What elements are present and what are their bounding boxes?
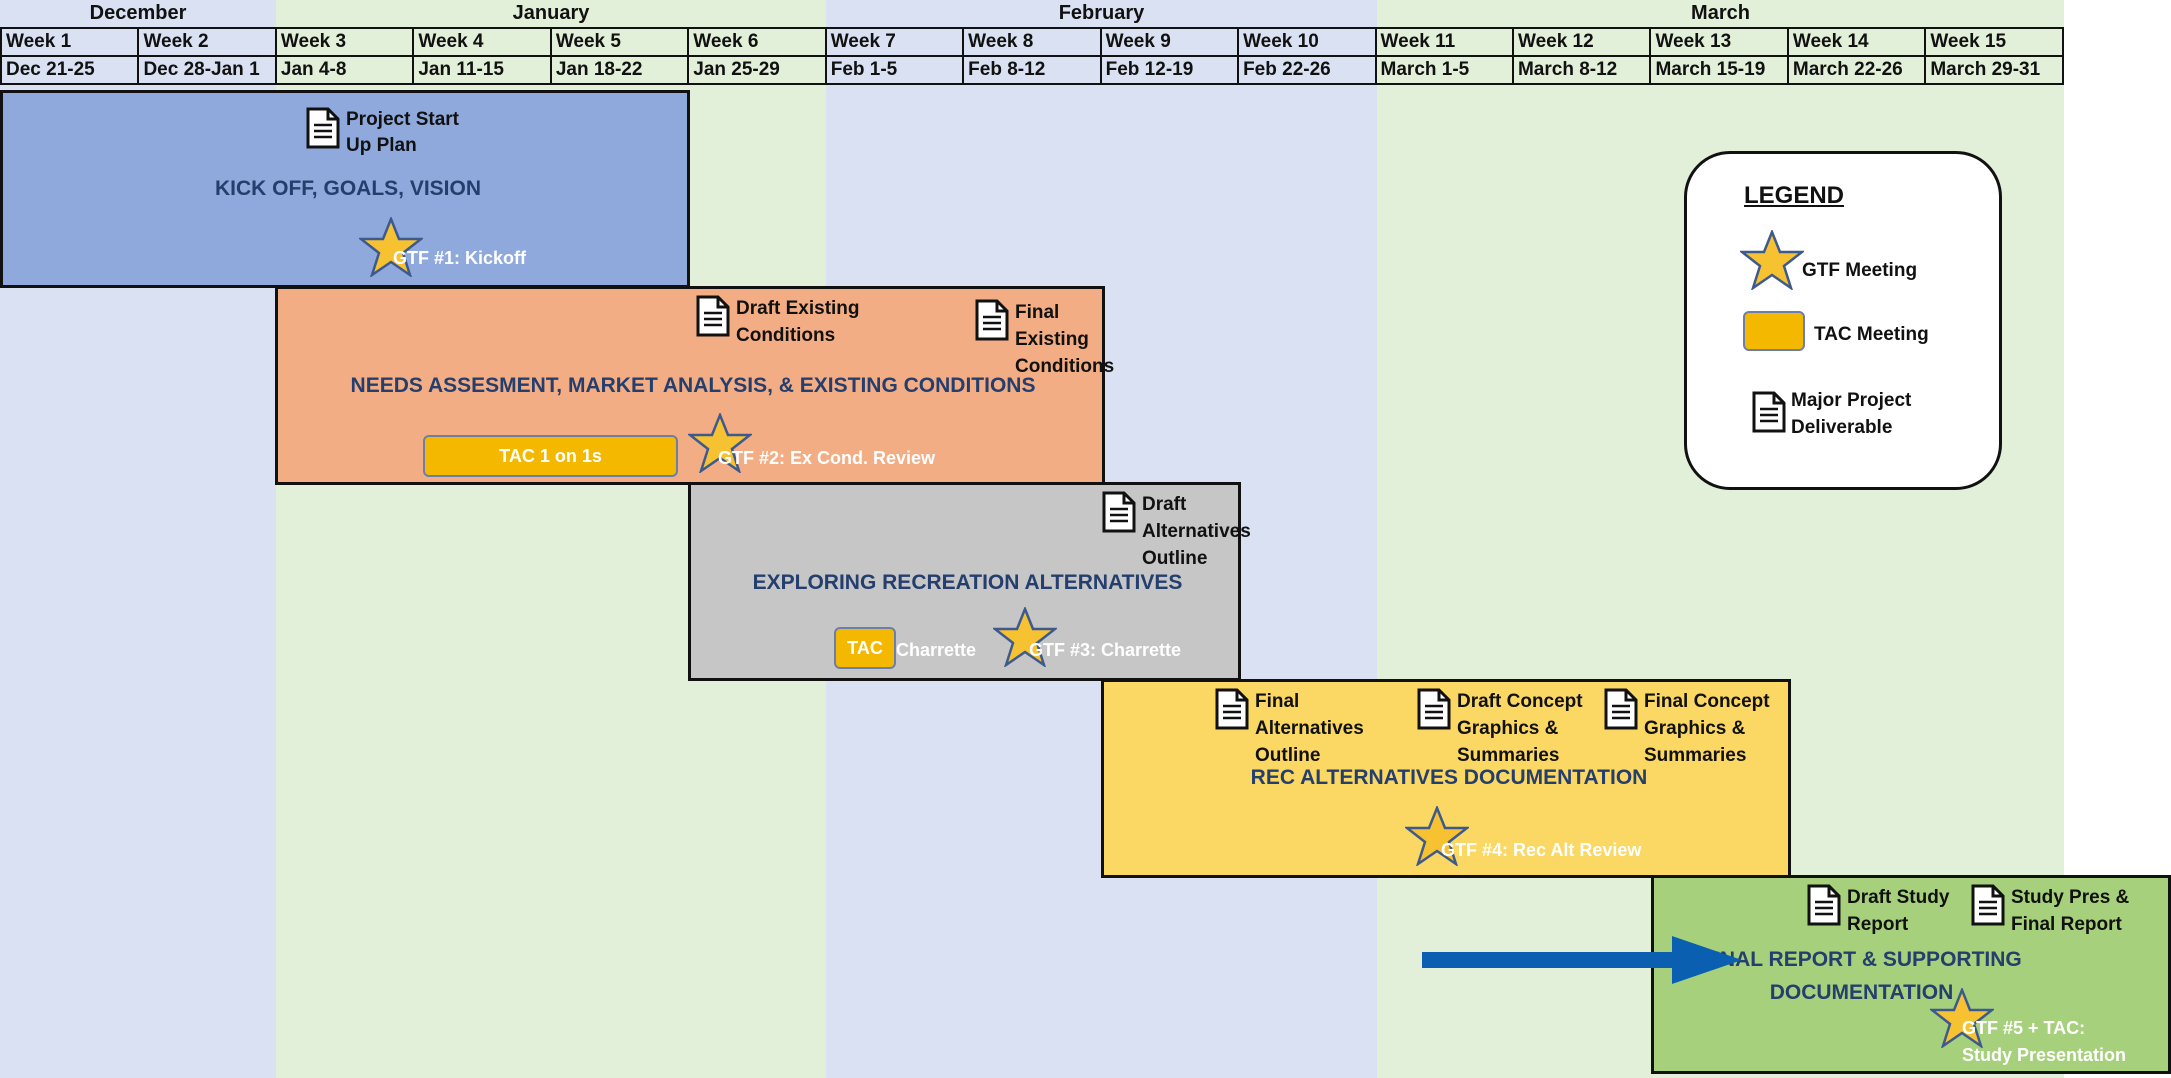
week-header-table: Week 1 Week 2 Week 3 Week 4 Week 5 Week …	[0, 27, 2064, 85]
phase-title: REC ALTERNATIVES DOCUMENTATION	[1250, 766, 1648, 789]
tac-meeting-badge: TAC 1 on 1s	[423, 435, 678, 477]
week-label: Week 3	[274, 27, 415, 57]
week-label: Week 4	[412, 27, 552, 57]
arrow-icon	[1422, 936, 1742, 984]
document-icon	[1604, 688, 1638, 730]
phase-rec-alternatives-documentation: Final Alternatives Outline Draft Concept…	[1101, 679, 1791, 878]
phase-final-report: Draft Study Report Study Pres & Final Re…	[1651, 875, 2171, 1074]
gtf-label: GTF #1: Kickoff	[393, 248, 527, 268]
deliverable-draft-study-report: Draft Study Report	[1807, 884, 1949, 938]
week-label: Week 8	[962, 27, 1102, 57]
week-dates: Dec 21-25	[0, 55, 140, 85]
week-dates: Feb 22-26	[1237, 55, 1377, 85]
week-dates: Feb 1-5	[824, 55, 965, 85]
phase-title: NEEDS ASSESMENT, MARKET ANALYSIS, & EXIS…	[350, 374, 1036, 397]
week-label: Week 12	[1511, 27, 1652, 57]
deliverable-draft-alternatives-outline: Draft Alternatives Outline	[1102, 491, 1251, 572]
week-label: Week 10	[1237, 27, 1377, 57]
document-icon	[1215, 688, 1249, 730]
week-dates-row: Dec 21-25 Dec 28-Jan 1 Jan 4-8 Jan 11-15…	[0, 55, 2064, 85]
deliverable-draft-concept-graphics: Draft Concept Graphics & Summaries	[1417, 688, 1583, 769]
phase-exploring-alternatives: Draft Alternatives Outline EXPLORING REC…	[688, 482, 1251, 681]
legend-document-icon	[1752, 391, 1786, 433]
legend: LEGEND GTF Meeting TAC Meeting Major Pro…	[1684, 151, 2002, 490]
week-label: Week 14	[1786, 27, 1927, 57]
week-label: Week 6	[687, 27, 827, 57]
deliverable-label: Final Alternatives Outline	[1255, 691, 1364, 766]
document-icon	[696, 295, 730, 337]
week-label: Week 13	[1649, 27, 1789, 57]
week-dates: Jan 18-22	[549, 55, 690, 85]
phase-title-line-2: DOCUMENTATION	[1769, 981, 1954, 1004]
week-dates: March 29-31	[1924, 55, 2064, 85]
gtf-label: GTF #4: Rec Alt Review	[1441, 840, 1642, 860]
week-label: Week 2	[137, 27, 277, 57]
week-label: Week 15	[1924, 27, 2064, 57]
legend-title: LEGEND	[1744, 182, 1845, 209]
month-february: February	[1058, 2, 1145, 24]
week-dates: Feb 12-19	[1099, 55, 1240, 85]
legend-star-icon	[1740, 230, 1804, 290]
document-icon	[306, 107, 340, 149]
gtf-star-icon	[359, 217, 423, 277]
gtf-label-line-1: GTF #5 + TAC:	[1962, 1018, 2086, 1038]
deliverable-label: Study Pres & Final Report	[2011, 887, 2130, 935]
gtf-label: GTF #2: Ex Cond. Review	[718, 448, 936, 468]
week-label: Week 11	[1374, 27, 1514, 57]
gtf-star-icon	[1930, 988, 1994, 1048]
tac-charrette-label: Charrette	[896, 640, 977, 660]
gtf-star-icon	[1405, 806, 1469, 866]
legend-deliverable-label: Major Project Deliverable	[1791, 390, 1912, 438]
deliverable-label: Final Existing Conditions	[1015, 302, 1115, 377]
document-icon	[1971, 884, 2005, 926]
tac-meeting-badge: TAC	[834, 627, 896, 669]
deliverable-draft-existing-conditions: Draft Existing Conditions	[696, 295, 860, 349]
legend-gtf-label: GTF Meeting	[1802, 260, 1918, 281]
week-label-row: Week 1 Week 2 Week 3 Week 4 Week 5 Week …	[0, 27, 2064, 57]
deliverable-final-concept-graphics: Final Concept Graphics & Summaries	[1604, 688, 1770, 769]
document-icon	[1102, 491, 1136, 533]
week-dates: March 15-19	[1649, 55, 1789, 85]
deliverable-label: Project Start Up Plan	[346, 109, 459, 156]
week-label: Week 7	[824, 27, 965, 57]
phase-kickoff: Project Start Up Plan KICK OFF, GOALS, V…	[0, 90, 690, 288]
week-label: Week 1	[0, 27, 140, 57]
deliverable-final-existing-conditions: Final Existing Conditions	[975, 299, 1114, 380]
document-icon	[975, 299, 1009, 341]
month-march: March	[1691, 2, 1750, 24]
gtf-star-icon	[688, 413, 752, 473]
week-dates: Jan 4-8	[274, 55, 415, 85]
phase-title: EXPLORING RECREATION ALTERNATIVES	[752, 571, 1183, 594]
week-label: Week 9	[1099, 27, 1240, 57]
deliverable-label: Draft Study Report	[1847, 887, 1950, 935]
deliverable-final-alternatives-outline: Final Alternatives Outline	[1215, 688, 1364, 769]
month-january: January	[512, 2, 590, 24]
week-dates: Feb 8-12	[962, 55, 1102, 85]
week-dates: March 1-5	[1374, 55, 1514, 85]
deliverable-label: Draft Alternatives Outline	[1142, 494, 1251, 569]
phase-title: KICK OFF, GOALS, VISION	[214, 177, 482, 200]
legend-tac-swatch	[1743, 311, 1805, 351]
deliverable-label: Draft Concept Graphics & Summaries	[1457, 691, 1583, 766]
gtf-label: GTF #3: Charrette	[1029, 640, 1182, 660]
document-icon	[1417, 688, 1451, 730]
month-december: December	[89, 2, 187, 24]
deliverable-label: Final Concept Graphics & Summaries	[1644, 691, 1770, 766]
week-dates: March 22-26	[1786, 55, 1927, 85]
week-dates: Dec 28-Jan 1	[137, 55, 277, 85]
week-dates: Jan 11-15	[412, 55, 552, 85]
week-dates: March 8-12	[1511, 55, 1652, 85]
phase-needs-assessment: Draft Existing Conditions Final Existing…	[275, 286, 1114, 485]
document-icon	[1807, 884, 1841, 926]
deliverable-project-start-up-plan: Project Start Up Plan	[306, 107, 459, 159]
deliverable-label: Draft Existing Conditions	[736, 298, 860, 346]
legend-tac-label: TAC Meeting	[1814, 324, 1929, 345]
week-label: Week 5	[549, 27, 690, 57]
gtf-star-icon	[993, 607, 1057, 667]
phase-title-line-1: FINAL REPORT & SUPPORTING	[1701, 948, 2022, 971]
deliverable-study-pres-final-report: Study Pres & Final Report	[1971, 884, 2129, 938]
week-dates: Jan 25-29	[687, 55, 827, 85]
gtf-label-line-2: Study Presentation	[1962, 1045, 2127, 1065]
